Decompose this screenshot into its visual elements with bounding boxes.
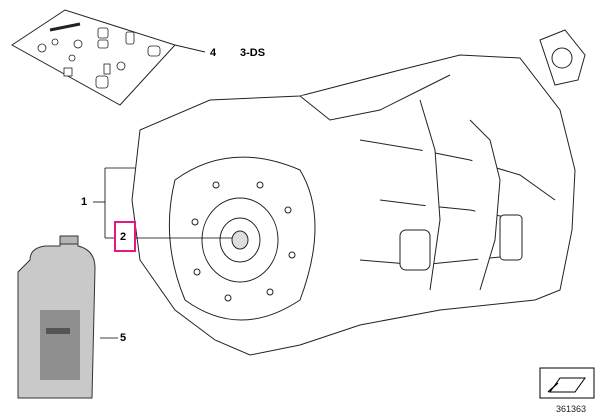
corner-box <box>539 367 595 399</box>
callout-1: 1 <box>81 196 88 208</box>
arrow-icon <box>549 377 586 393</box>
parts-kit-items <box>37 22 161 89</box>
callout-2: 2 <box>120 231 127 243</box>
torque-converter <box>168 156 316 321</box>
callout-5: 5 <box>120 332 127 344</box>
leader-lines <box>93 167 232 339</box>
highlight-box <box>114 221 136 252</box>
callout-4: 4 <box>210 47 217 59</box>
oil-bottle <box>17 235 96 399</box>
code-label: 3-DS <box>240 47 266 59</box>
reference-number: 361363 <box>556 404 587 414</box>
parts-kit-box <box>11 9 206 106</box>
